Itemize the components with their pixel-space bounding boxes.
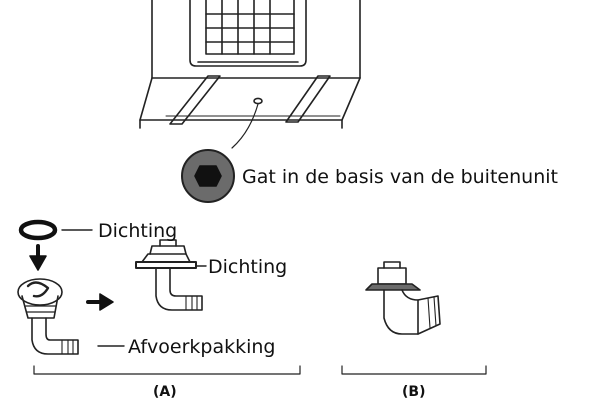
- drain-joint-b: [365, 261, 441, 335]
- bracket-b: [341, 365, 487, 375]
- drain-joint-label: Afvoerkpakking: [128, 336, 276, 358]
- outdoor-unit-illustration: [139, 0, 361, 149]
- drain-joint-left: [17, 278, 125, 355]
- group-a-label: (A): [153, 384, 177, 400]
- drain-joint-assembled: [135, 239, 207, 311]
- seal-ring-icon: [18, 219, 93, 241]
- seal-label-top: Dichting: [98, 220, 178, 242]
- left-foot: [169, 75, 221, 125]
- fan-grille: [189, 0, 307, 67]
- hole-zoom-icon: [181, 149, 235, 203]
- right-foot: [285, 75, 331, 123]
- drain-hole: [253, 97, 263, 105]
- group-b-label: (B): [402, 384, 426, 400]
- hole-label: Gat in de basis van de buitenunit: [242, 166, 558, 188]
- leader-line: [231, 103, 259, 149]
- down-arrow-icon: [29, 244, 47, 271]
- right-arrow-icon: [86, 293, 114, 311]
- bracket-a: [33, 365, 301, 375]
- seal-label-right: Dichting: [208, 256, 288, 278]
